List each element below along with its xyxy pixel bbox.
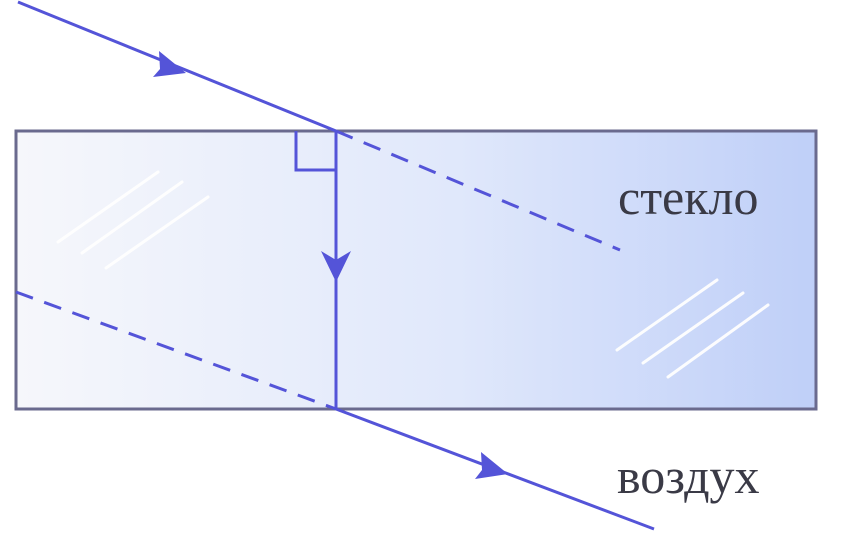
incident-ray-arrow-icon <box>153 51 186 77</box>
glare-right <box>615 278 770 379</box>
emerging-ray-arrow-icon <box>475 452 508 479</box>
glass-label: стекло <box>618 169 758 225</box>
right-angle-marker <box>294 131 336 172</box>
incident-extension-dashed <box>335 129 621 252</box>
exit-extension-dashed <box>15 290 337 411</box>
air-label: воздух <box>617 448 760 504</box>
refracted-ray-arrow-icon <box>321 251 351 282</box>
glare-left <box>56 170 210 270</box>
